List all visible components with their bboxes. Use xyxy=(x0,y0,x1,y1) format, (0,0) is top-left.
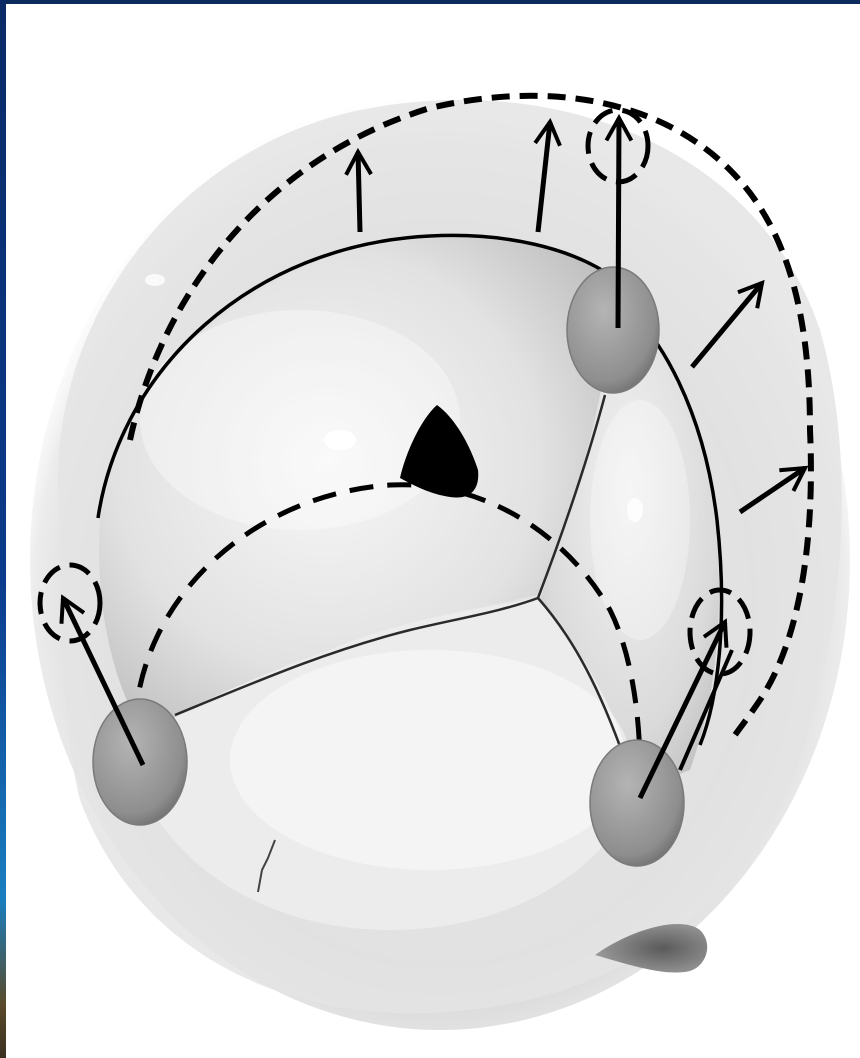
arrow-top-left xyxy=(358,152,360,232)
arrow-top-right-post xyxy=(618,118,619,328)
valve-illustration xyxy=(6,4,860,1058)
commissure-post-top-right xyxy=(567,267,659,393)
commissure-post-bottom-right xyxy=(590,740,684,866)
